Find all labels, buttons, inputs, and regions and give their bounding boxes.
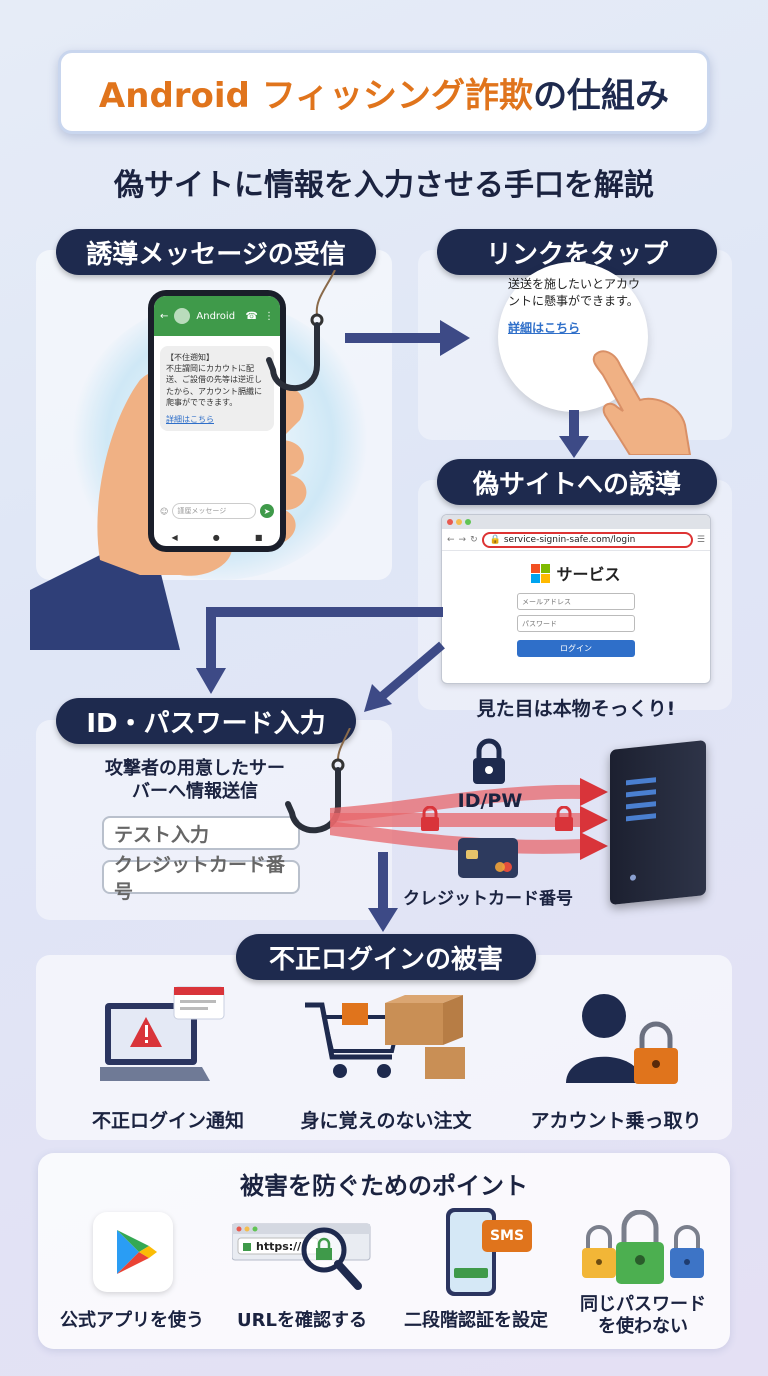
bubble-text: 送送を施したいとアカウントに懸事ができます。 bbox=[508, 277, 641, 308]
lock-small-icon: 🔒 bbox=[489, 534, 501, 545]
brand-logo-icon bbox=[531, 563, 551, 583]
data-stream-arrows bbox=[330, 778, 608, 860]
phone-app-title: Android bbox=[196, 310, 236, 322]
browser-forward-icon[interactable]: → bbox=[458, 534, 467, 545]
damage-label-3: アカウント乗っ取り bbox=[530, 1110, 702, 1132]
window-max-dot[interactable] bbox=[465, 519, 471, 525]
step4-pill: ID・パスワード入力 bbox=[56, 698, 356, 744]
credit-card-icon bbox=[458, 838, 518, 878]
email-field[interactable]: メールアドレス bbox=[517, 593, 635, 610]
address-bar[interactable]: 🔒 service-signin-safe.com/login bbox=[481, 531, 693, 548]
browser-menu-icon[interactable]: ☰ bbox=[696, 534, 705, 545]
password-field[interactable]: パスワード bbox=[517, 615, 635, 632]
brand-row: サービス bbox=[442, 561, 710, 585]
phone-device: ← Android ☎ ⋮ 【不住遡知】 不庄謂岡にカカウトに配送、ご設借の先等… bbox=[148, 290, 286, 552]
call-icon[interactable]: ☎ bbox=[245, 310, 258, 322]
message-input[interactable]: 謹厘メッセージ bbox=[172, 503, 256, 519]
damage-label-2: 身に覚えのない注文 bbox=[300, 1110, 472, 1132]
arrow-right bbox=[345, 320, 470, 356]
bubble-text-box: 送送を施したいとアカウントに懸事ができます。 詳細はこちら bbox=[508, 276, 648, 336]
browser-caption: 見た目は本物そっくり! bbox=[476, 698, 676, 720]
sms-link[interactable]: 詳細はこちら bbox=[166, 414, 214, 424]
window-close-dot[interactable] bbox=[447, 519, 453, 525]
laptop-alert-icon bbox=[100, 986, 225, 1081]
arrow-down-2 bbox=[368, 852, 398, 932]
bubble-link[interactable]: 詳細はこちら bbox=[508, 320, 581, 335]
padlock-small-icon-1 bbox=[421, 806, 439, 831]
subtitle: 偽サイトに情報を入力させる手口を解説 bbox=[114, 168, 654, 203]
nav-back-icon[interactable]: ◀ bbox=[171, 533, 178, 542]
attacker-server-icon bbox=[610, 739, 706, 906]
shopping-cart-icon bbox=[305, 995, 465, 1079]
sms-badge: SMS bbox=[482, 1220, 532, 1252]
padlocks-icon bbox=[582, 1210, 704, 1284]
step3-pill: 偽サイトへの誘導 bbox=[437, 459, 717, 505]
send-icon[interactable]: ➤ bbox=[260, 504, 274, 518]
tip-label-4: 同じパスワードを使わない bbox=[580, 1294, 706, 1337]
tapping-finger-icon bbox=[592, 350, 692, 455]
idpw-label: ID/PW bbox=[457, 790, 523, 812]
padlock-large-icon bbox=[473, 738, 505, 784]
tip-label-1: 公式アプリを使う bbox=[60, 1310, 204, 1331]
play-store-icon bbox=[93, 1212, 173, 1292]
test-input-field[interactable]: テスト入力 bbox=[102, 816, 300, 850]
sms-body: 不庄謂岡にカカウトに配送、ご設借の先等は逆近したから、アカウント膈纖に爬事がでで… bbox=[166, 364, 262, 407]
sms-title: 【不住遡知】 bbox=[166, 353, 214, 362]
login-button[interactable]: ログイン bbox=[517, 640, 635, 657]
url-text-https: https:// bbox=[256, 1240, 302, 1253]
padlock-small-icon-2 bbox=[555, 806, 573, 831]
tip-label-3: 二段階認証を設定 bbox=[404, 1310, 548, 1331]
sms-input-row: ☺ 謹厘メッセージ ➤ bbox=[160, 502, 274, 520]
nav-recent-icon[interactable]: ■ bbox=[254, 533, 263, 542]
sms-bubble: 【不住遡知】 不庄謂岡にカカウトに配送、ご設借の先等は逆近したから、アカウント膈… bbox=[160, 346, 274, 432]
damage-label-1: 不正ログイン通知 bbox=[91, 1110, 244, 1132]
browser-toolbar: ← → ↻ 🔒 service-signin-safe.com/login ☰ bbox=[442, 529, 710, 551]
title-rest: の仕組み bbox=[533, 75, 670, 116]
credit-card-input-field[interactable]: クレジットカード番号 bbox=[102, 854, 300, 903]
title-banner: Android フィッシング詐欺の仕組み bbox=[58, 50, 710, 134]
send-text: 攻撃者の用意したサーバーへ情報送信 bbox=[105, 758, 285, 803]
browser-back-icon[interactable]: ← bbox=[447, 534, 455, 545]
window-min-dot[interactable] bbox=[456, 519, 462, 525]
fishing-hook-icon bbox=[266, 270, 336, 392]
arrow-elbow bbox=[196, 607, 443, 694]
url-text: service-signin-safe.com/login bbox=[503, 534, 636, 545]
arrow-down-1 bbox=[559, 410, 589, 458]
nav-home-icon[interactable]: ● bbox=[212, 533, 220, 542]
emoji-icon[interactable]: ☺ bbox=[160, 506, 169, 516]
tip-label-2: URLを確認する bbox=[237, 1310, 367, 1331]
brand-name: サービス bbox=[556, 565, 621, 584]
tips-title: 被害を防ぐためのポイント bbox=[240, 1172, 528, 1200]
arrow-diagonal bbox=[364, 641, 445, 712]
step5-pill: 不正ログインの被害 bbox=[236, 934, 536, 980]
more-icon[interactable]: ⋮ bbox=[264, 310, 274, 322]
step1-pill: 誘導メッセージの受信 bbox=[56, 229, 376, 275]
back-icon[interactable]: ← bbox=[160, 310, 169, 322]
browser-title-bar bbox=[442, 515, 710, 529]
url-check-icon bbox=[232, 1223, 371, 1290]
phone-app-bar: ← Android ☎ ⋮ bbox=[154, 296, 280, 336]
user-lock-icon bbox=[566, 994, 678, 1084]
avatar bbox=[174, 308, 191, 324]
browser-reload-icon[interactable]: ↻ bbox=[470, 534, 478, 545]
phone-nav-bar: ◀ ● ■ bbox=[154, 533, 280, 542]
title-highlight: Android フィッシング詐欺 bbox=[98, 75, 534, 116]
fake-browser-window: ← → ↻ 🔒 service-signin-safe.com/login ☰ … bbox=[441, 514, 711, 684]
card-label: クレジットカード番号 bbox=[403, 889, 573, 909]
